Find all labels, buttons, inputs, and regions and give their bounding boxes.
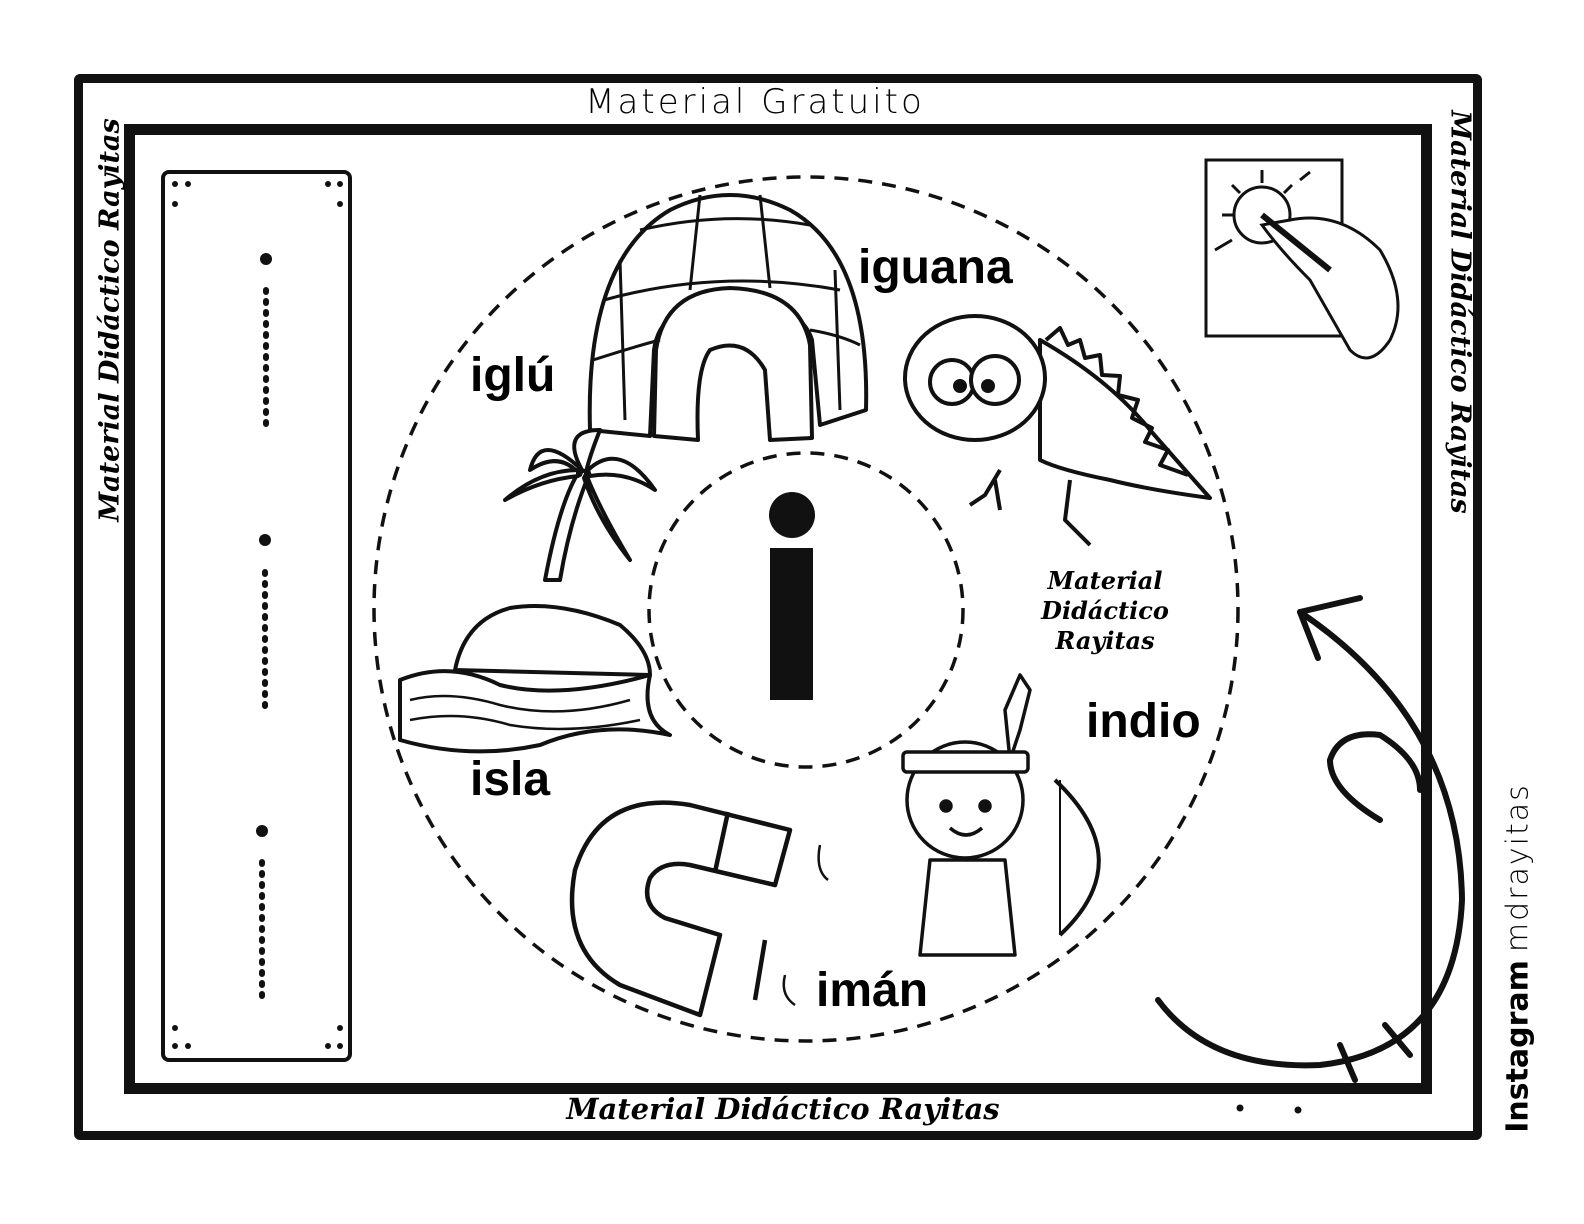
inner-frame bbox=[124, 124, 1432, 1094]
word-iglu: iglú bbox=[470, 349, 556, 402]
iguana-icon bbox=[903, 314, 1212, 547]
header-title: Material Gratuito bbox=[585, 82, 925, 122]
watermark-line-3: Rayitas bbox=[1055, 626, 1155, 655]
tracing-letter-i-1 bbox=[260, 253, 272, 433]
wheel-watermark: Material Didáctico Rayitas bbox=[1030, 566, 1180, 656]
bottom-dots bbox=[1236, 1104, 1302, 1114]
tracing-letter-i-2 bbox=[259, 534, 271, 713]
footer-title: Material Didáctico Rayitas bbox=[566, 1092, 1000, 1126]
coloring-hand-icon bbox=[1204, 158, 1400, 360]
watermark-line-2: Didáctico bbox=[1041, 596, 1169, 625]
tracing-arrow-icon bbox=[1155, 595, 1466, 1083]
inner-cut-circle bbox=[647, 451, 965, 769]
word-indio: indio bbox=[1086, 695, 1201, 748]
strip-corner-dots bbox=[172, 181, 343, 1049]
island-icon bbox=[398, 428, 672, 754]
magnet-icon bbox=[569, 800, 829, 1018]
igloo-icon bbox=[587, 193, 869, 442]
outer-frame bbox=[74, 74, 1482, 1140]
native-child-icon bbox=[901, 673, 1101, 957]
word-iman: imán bbox=[816, 964, 929, 1017]
tracing-strip bbox=[161, 170, 352, 1062]
center-letter-i bbox=[769, 492, 815, 700]
outer-cut-circle bbox=[372, 175, 1240, 1043]
word-iguana: iguana bbox=[858, 241, 1013, 294]
word-isla: isla bbox=[470, 753, 551, 806]
watermark-line-1: Material bbox=[1047, 566, 1163, 595]
tracing-letter-i-3 bbox=[256, 825, 268, 1003]
